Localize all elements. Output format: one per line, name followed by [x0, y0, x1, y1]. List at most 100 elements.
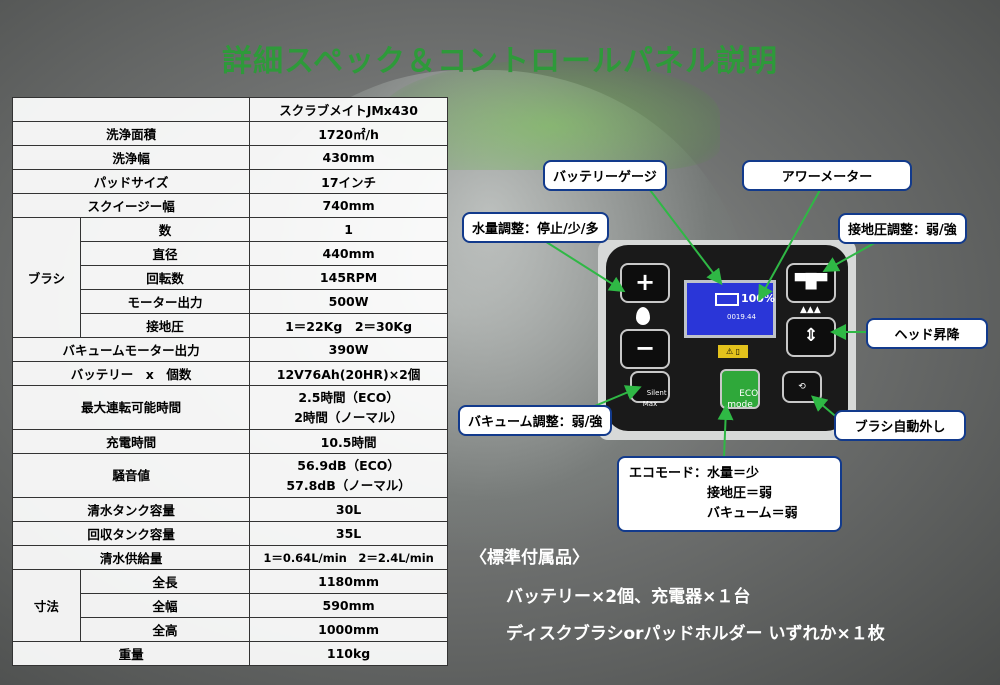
water-plus-button[interactable]: +	[620, 263, 670, 303]
runtime-eco: 2.5時間（ECO）	[298, 389, 399, 405]
row-label: 清水供給量	[11, 545, 251, 570]
callout-head-lift: ヘッド昇降	[866, 318, 988, 349]
eco-mode-button[interactable]: ECO mode	[720, 369, 760, 410]
table-row: ブラシ 数 1	[12, 217, 448, 338]
row-value: 1000mm	[249, 617, 448, 642]
row-value: 2.5時間（ECO） 2時間（ノーマル）	[249, 385, 448, 430]
row-value: 35L	[249, 521, 448, 546]
up-down-arrow-icon: ⇕	[803, 325, 819, 346]
row-label: 洗浄幅	[11, 145, 251, 170]
row-value: 1720㎡/h	[249, 121, 448, 146]
weight-icon: ▀█▀	[794, 274, 828, 290]
table-row: 回収タンク容量 35L	[11, 521, 448, 546]
brush-release-button[interactable]: ⟲	[782, 371, 822, 403]
table-row: バキュームモーター出力 390W	[11, 337, 448, 362]
row-value: 500W	[249, 289, 448, 314]
brush-icon: ▲▲▲	[800, 305, 821, 315]
table-row: スクラブメイトJMx430	[11, 97, 448, 122]
table-row: モーター出力 500W	[13, 289, 448, 314]
row-label: 清水タンク容量	[11, 497, 251, 522]
table-row: 接地圧 1＝22Kg 2＝30Kg	[13, 313, 448, 338]
table-row: 充電時間 10.5時間	[11, 429, 448, 454]
row-value: 590mm	[249, 593, 448, 618]
runtime-normal: 2時間（ノーマル）	[294, 409, 403, 425]
head-lift-button[interactable]: ⇕	[786, 317, 836, 357]
model-name: スクラブメイトJMx430	[249, 97, 448, 122]
row-value: 17インチ	[249, 169, 448, 194]
table-row: 騒音値 56.9dB（ECO） 57.8dB（ノーマル）	[11, 453, 448, 498]
page-title: 詳細スペック＆コントロールパネル説明	[222, 44, 778, 79]
noise-eco: 56.9dB（ECO）	[297, 457, 400, 473]
table-row: 最大連転可能時間 2.5時間（ECO） 2時間（ノーマル）	[11, 385, 448, 430]
row-value: 1180mm	[249, 569, 448, 594]
table-row: 全高 1000mm	[13, 617, 448, 642]
table-row: 回転数 145RPM	[13, 265, 448, 290]
brush-release-icon: ⟲	[798, 382, 806, 392]
table-row: パッドサイズ 17インチ	[11, 169, 448, 194]
accessories-title: 〈標準付属品〉	[470, 548, 589, 568]
row-label: 最大連転可能時間	[11, 385, 251, 430]
row-label: 回収タンク容量	[11, 521, 251, 546]
row-value: 10.5時間	[249, 429, 448, 454]
row-label: モーター出力	[79, 289, 251, 314]
warning-label-icon: ⚠ ▯	[718, 345, 748, 358]
vacuum-silent-button[interactable]: Silent Max	[630, 371, 670, 408]
row-value: 440mm	[249, 241, 448, 266]
table-row: バッテリー x 個数 12V76Ah(20HR)×2個	[11, 361, 448, 386]
row-value: 1	[249, 217, 448, 242]
eco-mode-label: ECO mode	[727, 389, 759, 410]
row-value: 145RPM	[249, 265, 448, 290]
row-value: 30L	[249, 497, 448, 522]
callout-battery-gauge: バッテリーゲージ	[543, 160, 667, 191]
callout-vacuum-adjust: バキューム調整：弱/強	[458, 405, 613, 436]
accessory-item: ディスクブラシorパッドホルダー いずれか×１枚	[506, 624, 885, 644]
row-value: 1＝0.64L/min 2＝2.4L/min	[249, 545, 448, 570]
row-value: 430mm	[249, 145, 448, 170]
row-value: 110kg	[249, 641, 448, 666]
row-value: 1＝22Kg 2＝30Kg	[249, 313, 448, 338]
hour-meter-value: 0019.44	[727, 313, 756, 321]
table-row: スクイージー幅 740mm	[11, 193, 448, 218]
callout-pressure-adjust: 接地圧調整：弱/強	[838, 213, 967, 244]
row-label: パッドサイズ	[11, 169, 251, 194]
water-drop-icon	[636, 307, 650, 325]
row-label: 直径	[79, 241, 251, 266]
row-value: 56.9dB（ECO） 57.8dB（ノーマル）	[249, 453, 448, 498]
spec-table: スクラブメイトJMx430 洗浄面積 1720㎡/h 洗浄幅 430mm パッド…	[11, 97, 448, 666]
battery-icon	[715, 293, 739, 306]
table-row: 重量 110kg	[11, 641, 448, 666]
accessory-item: バッテリー×2個、充電器×１台	[506, 587, 751, 607]
group-label-brush: ブラシ	[12, 217, 81, 338]
callout-brush-release: ブラシ自動外し	[834, 410, 966, 441]
row-label: 洗浄面積	[11, 121, 251, 146]
row-value: 12V76Ah(20HR)×2個	[249, 361, 448, 386]
row-label: 充電時間	[11, 429, 251, 454]
row-label: 回転数	[79, 265, 251, 290]
row-value: 390W	[249, 337, 448, 362]
row-label: 数	[79, 217, 251, 242]
lcd-screen: 100% 0019.44	[684, 280, 776, 338]
row-label: 接地圧	[79, 313, 251, 338]
table-row: 洗浄幅 430mm	[11, 145, 448, 170]
table-row: 清水タンク容量 30L	[11, 497, 448, 522]
water-minus-button[interactable]: −	[620, 329, 670, 369]
callout-eco-mode: エコモード：水量＝少 接地圧＝弱 バキューム＝弱	[617, 456, 842, 532]
table-row: 全幅 590mm	[13, 593, 448, 618]
control-panel-face: + − 100% 0019.44 ▀█▀ ▲▲▲ ⇕ ⚠ ▯ Silent Ma…	[606, 245, 848, 431]
callout-hour-meter: アワーメーター	[742, 160, 912, 191]
row-label: 騒音値	[11, 453, 251, 498]
row-label: 全長	[79, 569, 251, 594]
group-label-dimensions: 寸法	[12, 569, 81, 642]
callout-water-adjust: 水量調整：停止/少/多	[462, 212, 609, 243]
row-label: 全幅	[79, 593, 251, 618]
row-label: スクイージー幅	[11, 193, 251, 218]
row-label: バキュームモーター出力	[11, 337, 251, 362]
table-row: 洗浄面積 1720㎡/h	[11, 121, 448, 146]
battery-percent: 100%	[741, 292, 775, 305]
row-label: 全高	[79, 617, 251, 642]
table-row: 清水供給量 1＝0.64L/min 2＝2.4L/min	[11, 545, 448, 570]
pressure-button[interactable]: ▀█▀	[786, 263, 836, 303]
row-label: 重量	[11, 641, 251, 666]
row-label: バッテリー x 個数	[11, 361, 251, 386]
table-row: 寸法 全長 1180mm	[12, 569, 448, 642]
